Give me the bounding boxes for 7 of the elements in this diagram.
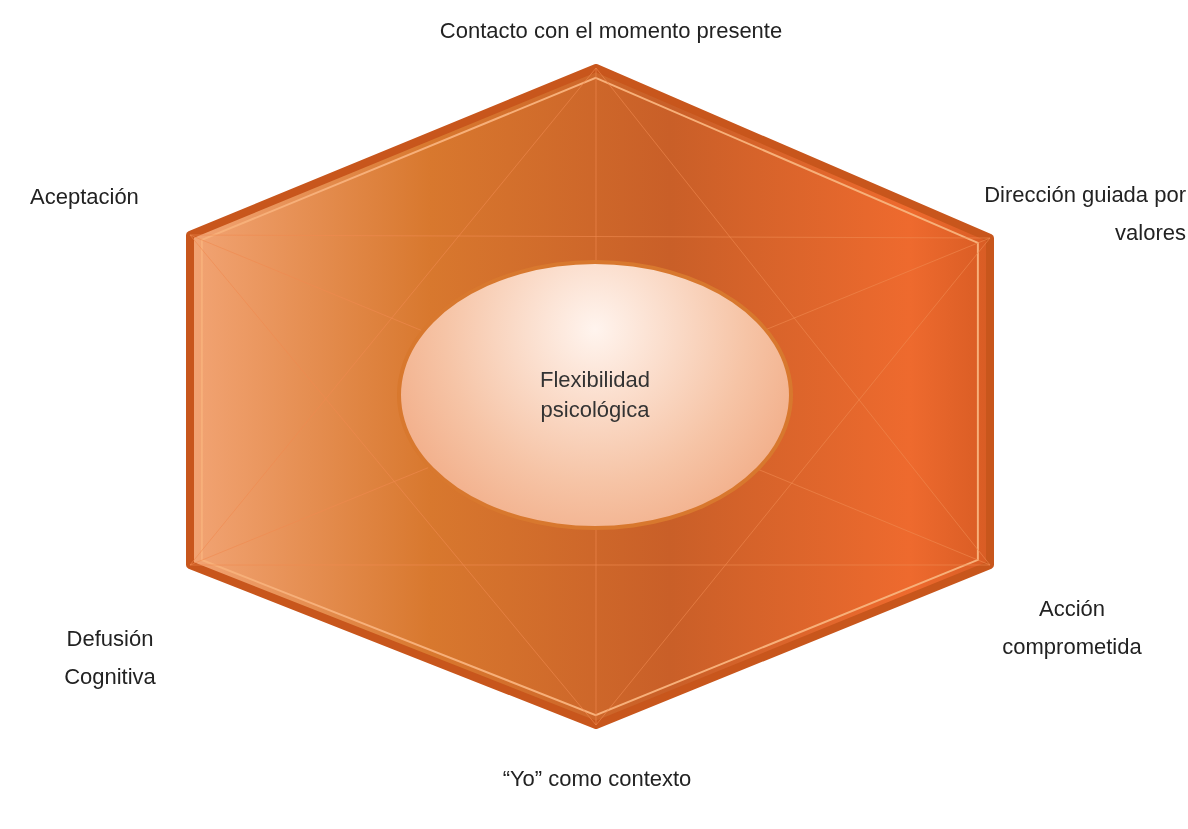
vertex-label: Defusión Cognitiva xyxy=(63,625,157,691)
vertex-label: Contacto con el momento presente xyxy=(438,17,784,45)
vertex-label: Acción comprometida xyxy=(1001,595,1143,661)
node-text: Flexibilidad psicológica xyxy=(538,366,652,424)
vertex-label: Dirección guiada por valores xyxy=(983,181,1186,247)
vertex-label: “Yo” como contexto xyxy=(501,765,693,793)
vertex-label: Aceptación xyxy=(30,183,140,211)
